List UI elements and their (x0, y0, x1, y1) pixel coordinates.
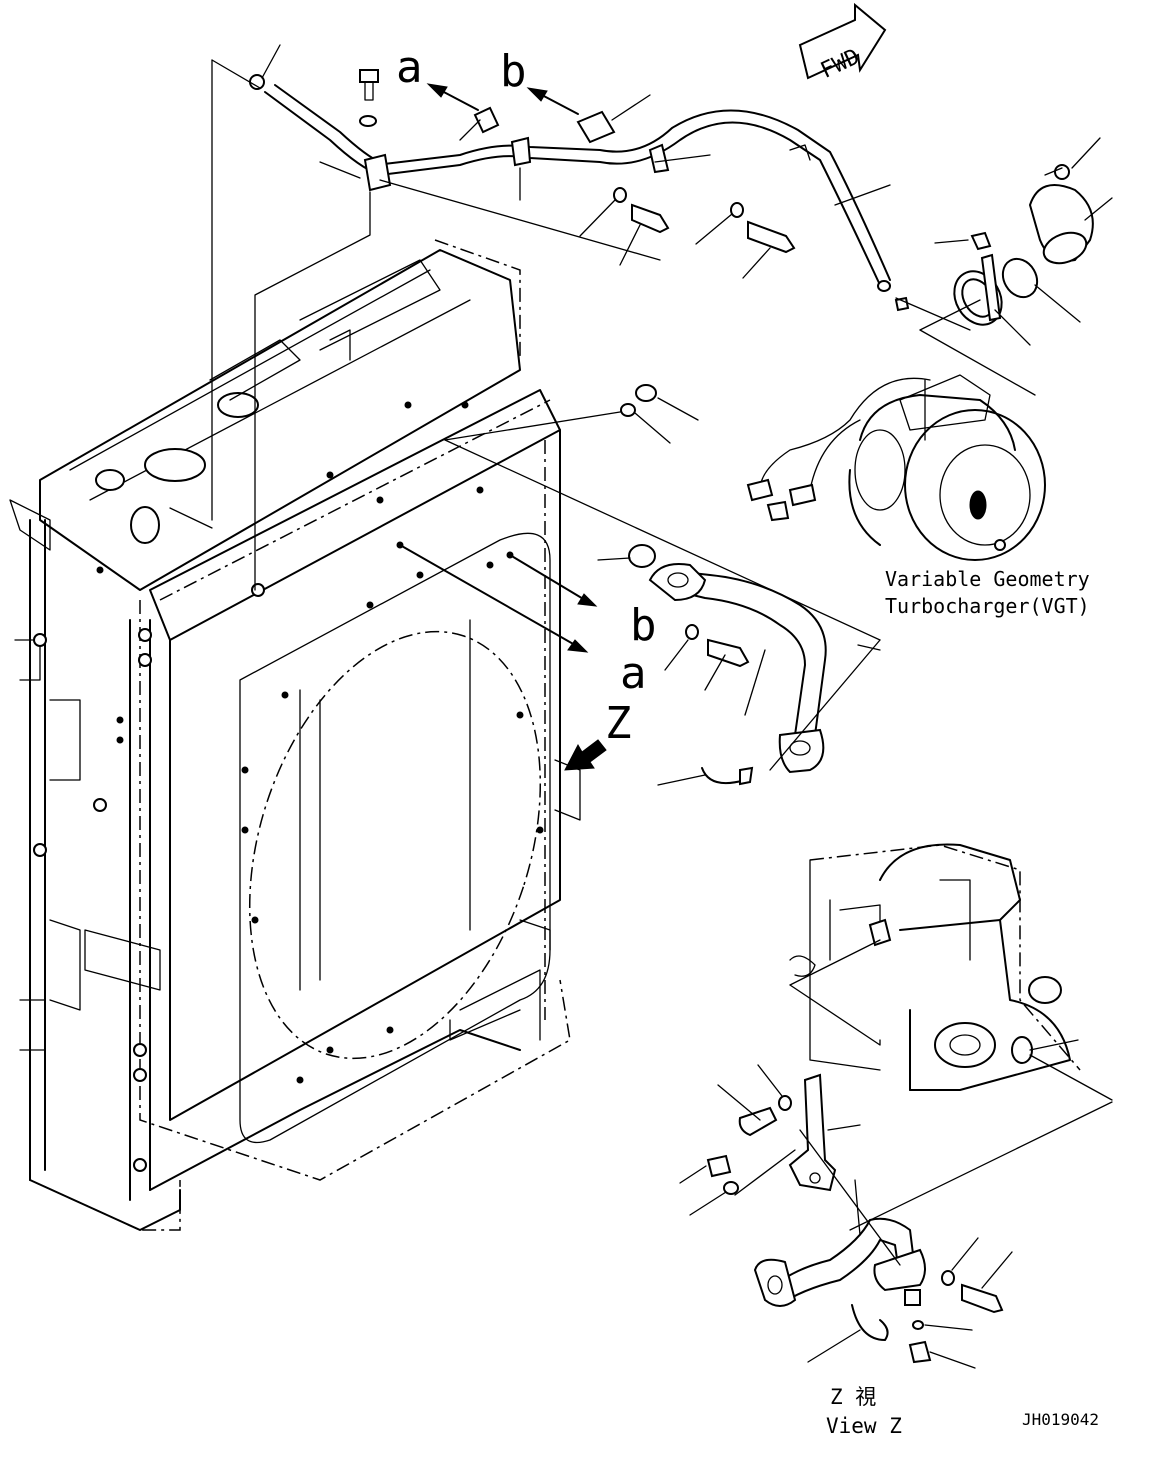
view-z-letter: Z (605, 698, 632, 749)
ref-label-a-middle: a (620, 648, 647, 699)
forward-direction-indicator: FWD (798, 2, 887, 84)
middle-pipe-assembly (620, 384, 827, 786)
view-z-caption-jp: Z 視 (830, 1385, 876, 1409)
turbocharger-vgt (746, 374, 1046, 561)
reference-arrows-middle: b a Z (399, 544, 657, 771)
reference-arrows-top: a b (396, 42, 579, 115)
leader-lines (169, 44, 1113, 1369)
drawing-id: JH019042 (1022, 1410, 1099, 1429)
radiator-assembly (9, 239, 581, 1231)
upper-hose-assembly (249, 69, 910, 312)
ref-label-b-middle: b (630, 600, 657, 651)
ref-label-b-top: b (500, 46, 527, 97)
vgt-label-line1: Variable Geometry (885, 567, 1090, 591)
vgt-outlet-parts (953, 164, 1094, 326)
bolt-holes (96, 401, 544, 1084)
view-z-detail (706, 843, 1081, 1364)
view-z-caption-en: View Z (826, 1414, 902, 1438)
ref-label-a-top: a (396, 42, 423, 93)
vgt-label-line2: Turbocharger(VGT) (885, 594, 1090, 618)
